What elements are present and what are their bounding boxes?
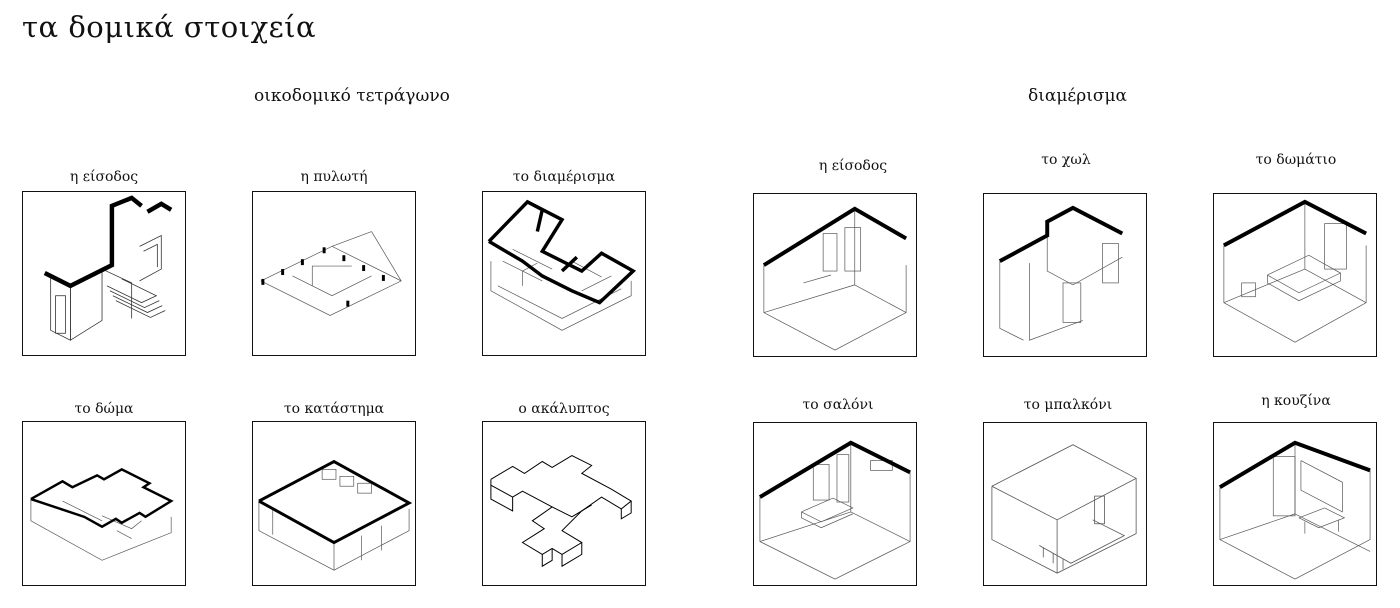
- tile-apt-hall[interactable]: [983, 193, 1147, 357]
- section-title-block: οικοδομικό τετράγωνο: [254, 86, 450, 106]
- tile-label-block-entrance: η είσοδος: [69, 169, 139, 185]
- isometric-shop-drawing: [258, 459, 413, 571]
- isometric-apartment-plan-drawing: [487, 199, 637, 331]
- isometric-balcony-drawing: [991, 444, 1137, 574]
- isometric-hall-drawing: [998, 205, 1124, 341]
- isometric-roof-drawing: [30, 468, 174, 561]
- tile-label-block-apartment: το διαμέρισμα: [512, 169, 616, 185]
- tile-label-block-courtyard: ο ακάλυπτος: [518, 401, 610, 417]
- tile-apt-living[interactable]: [753, 422, 917, 586]
- tile-block-pilotis[interactable]: [252, 191, 416, 356]
- isometric-pilotis-drawing: [260, 231, 402, 316]
- tile-label-block-shop: το κατάστημα: [283, 401, 385, 417]
- tile-label-block-roof: το δώμα: [74, 401, 134, 417]
- tile-label-apt-entrance: η είσοδος: [818, 158, 888, 174]
- tile-label-apt-kitchen: η κουζίνα: [1261, 393, 1331, 409]
- tile-block-entrance[interactable]: [22, 191, 186, 356]
- tile-apt-kitchen[interactable]: [1213, 422, 1377, 586]
- tile-block-roof[interactable]: [22, 421, 186, 586]
- tile-label-apt-living: το σαλόνι: [802, 397, 874, 413]
- isometric-room-entrance-drawing: [762, 206, 908, 351]
- tile-apt-room[interactable]: [1213, 193, 1377, 357]
- isometric-kitchen-drawing: [1218, 440, 1371, 580]
- tile-block-apartment[interactable]: [482, 191, 646, 356]
- tile-apt-balcony[interactable]: [983, 422, 1147, 586]
- isometric-living-room-drawing: [758, 440, 911, 580]
- tile-block-courtyard[interactable]: [482, 421, 646, 586]
- isometric-courtyard-drawing: [490, 455, 633, 568]
- tile-block-shop[interactable]: [252, 421, 416, 586]
- tile-label-apt-room: το δωμάτιο: [1255, 152, 1337, 168]
- tile-label-apt-balcony: το μπαλκόνι: [1023, 397, 1113, 413]
- isometric-bedroom-drawing: [1222, 199, 1368, 343]
- section-title-apartment: διαμέρισμα: [1028, 86, 1128, 106]
- tile-label-block-pilotis: η πυλωτή: [300, 169, 368, 185]
- page-title: τα δομικά στοιχεία: [22, 10, 317, 44]
- tile-apt-entrance[interactable]: [753, 193, 917, 357]
- isometric-entrance-drawing: [43, 195, 173, 341]
- tile-label-apt-hall: το χωλ: [1041, 152, 1091, 168]
